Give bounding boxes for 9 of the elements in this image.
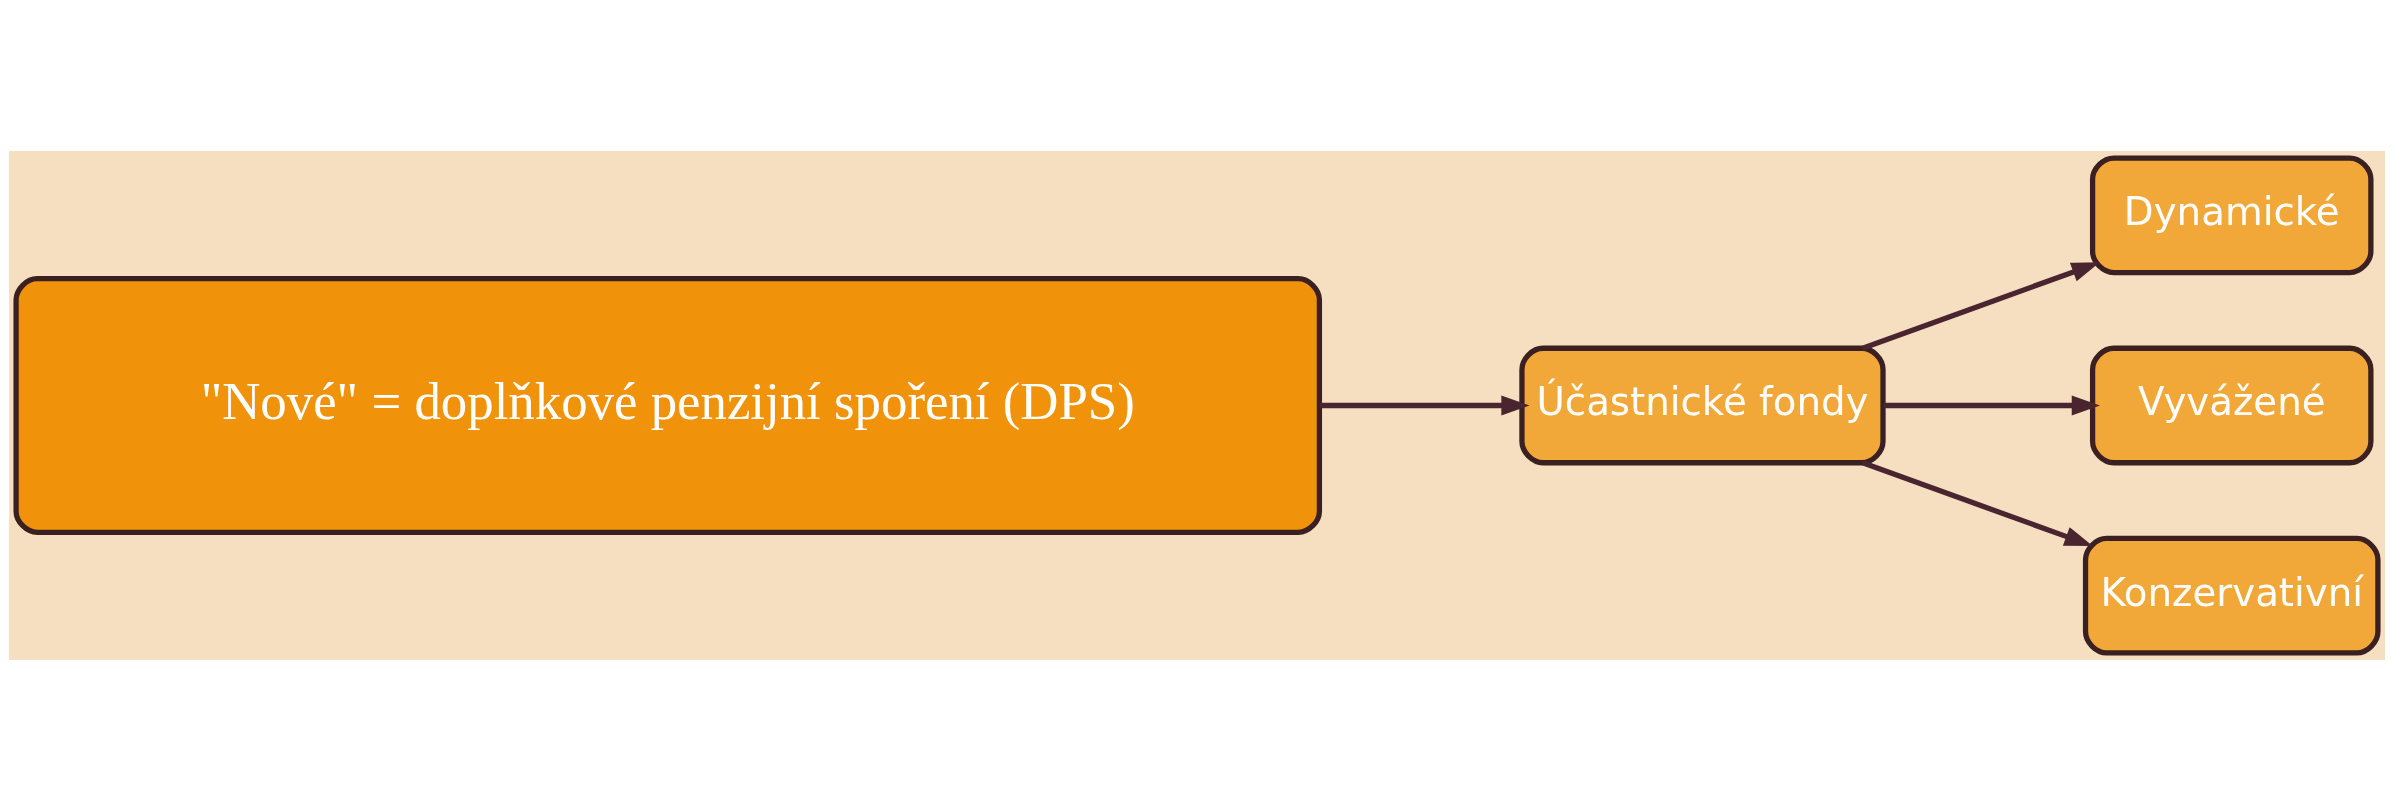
node-box: Vyvážené bbox=[2089, 345, 2374, 466]
node-box: "Nové" = doplňkové penzijní spoření (DPS) bbox=[13, 276, 1323, 535]
arrow bbox=[1319, 395, 1530, 416]
node-box: Účastnické fondy bbox=[1519, 345, 1886, 466]
arrow bbox=[1861, 262, 2100, 351]
node-box: Konzervativní bbox=[2082, 535, 2381, 656]
arrow bbox=[1861, 460, 2093, 547]
arrow bbox=[1883, 395, 2100, 416]
node-box: Dynamické bbox=[2089, 155, 2374, 276]
